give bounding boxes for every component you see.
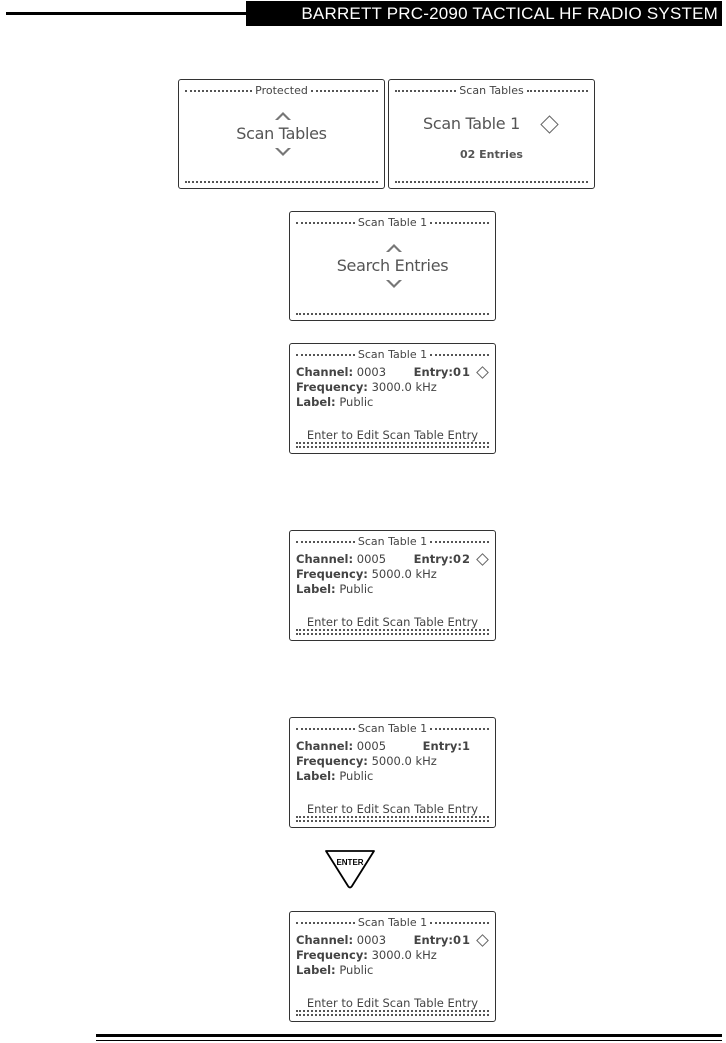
scroll-diamond-icon: [476, 366, 489, 379]
lcd-title: Scan Table 1: [357, 348, 428, 361]
frequency-row: Frequency: 3000.0 kHz: [296, 948, 489, 963]
lcd-main-text: Scan Table 1: [422, 114, 521, 133]
lcd-title-bar: Scan Table 1: [296, 916, 489, 930]
lcd-title: Protected: [255, 84, 308, 97]
channel-value: 0005: [356, 739, 387, 753]
entry-value: 01: [452, 365, 471, 379]
down-arrow-icon: [275, 148, 291, 156]
lcd-footer-text: Enter to Edit Scan Table Entry: [306, 996, 479, 1010]
footer-rule-thin: [96, 1040, 722, 1041]
label-row: Label: Public: [296, 582, 489, 597]
channel-label: Channel:: [296, 365, 354, 379]
lcd-title-bar: Scan Table 1: [296, 216, 489, 230]
channel-row: Channel: 0005 Entry:1: [296, 739, 489, 754]
entry-value: 02: [452, 552, 471, 566]
lcd-title-bar: Scan Table 1: [296, 535, 489, 549]
lcd-main-text: Scan Tables: [236, 124, 327, 143]
entry-value: 01: [452, 933, 471, 947]
frequency-value: 5000.0 kHz: [371, 567, 437, 581]
lcd-title-bar: Protected: [185, 84, 378, 98]
frequency-value: 5000.0 kHz: [371, 754, 437, 768]
label-value: Public: [339, 395, 374, 409]
entry-field: Entry:01: [414, 933, 471, 948]
label-label: Label:: [296, 395, 336, 409]
channel-row: Channel: 0003 Entry:01: [296, 365, 489, 380]
label-row: Label: Public: [296, 963, 489, 978]
lcd-title: Scan Tables: [459, 84, 524, 97]
frequency-row: Frequency: 3000.0 kHz: [296, 380, 489, 395]
entry-value: 1: [461, 739, 471, 753]
entry-label: Entry:: [413, 552, 453, 566]
enter-button-label: ENTER: [336, 858, 364, 867]
lcd-title: Scan Table 1: [357, 216, 428, 229]
lcd-title-bar: Scan Table 1: [296, 722, 489, 736]
label-value: Public: [339, 769, 374, 783]
lcd-main-text: Search Entries: [336, 256, 449, 275]
lcd-footer-text: Enter to Edit Scan Table Entry: [306, 615, 479, 629]
lcd-entry-2: Scan Table 1 Channel: 0005 Entry:02 Freq…: [289, 530, 496, 641]
channel-row: Channel: 0003 Entry:01: [296, 933, 489, 948]
lcd-sub-text: 02 Entries: [460, 148, 523, 161]
frequency-value: 3000.0 kHz: [371, 948, 437, 962]
lcd-entry-4: Scan Table 1 Channel: 0003 Entry:01 Freq…: [289, 911, 496, 1022]
entry-label: Entry:: [413, 933, 453, 947]
label-label: Label:: [296, 769, 336, 783]
lcd-entry-1: Scan Table 1 Channel: 0003 Entry:01 Freq…: [289, 343, 496, 454]
entry-field: Entry:1: [423, 739, 471, 754]
lcd-title: Scan Table 1: [357, 722, 428, 735]
channel-label: Channel:: [296, 552, 354, 566]
scroll-diamond-icon: [476, 934, 489, 947]
enter-key-icon: [325, 850, 375, 889]
lcd-title: Scan Table 1: [357, 535, 428, 548]
label-value: Public: [339, 963, 374, 977]
lcd-title-bar: Scan Tables: [395, 84, 589, 98]
lcd-footer-text: Enter to Edit Scan Table Entry: [306, 428, 479, 442]
down-arrow-icon: [386, 280, 402, 288]
frequency-label: Frequency:: [296, 754, 368, 768]
lcd-title: Scan Table 1: [357, 916, 428, 929]
footer-rule: [96, 1034, 722, 1037]
page-header: BARRETT PRC-2090 TACTICAL HF RADIO SYSTE…: [246, 1, 722, 26]
frequency-label: Frequency:: [296, 948, 368, 962]
frequency-row: Frequency: 5000.0 kHz: [296, 754, 489, 769]
entry-label: Entry:: [422, 739, 462, 753]
frequency-label: Frequency:: [296, 567, 368, 581]
channel-value: 0003: [356, 365, 387, 379]
label-row: Label: Public: [296, 769, 489, 784]
lcd-protected: Protected Scan Tables: [178, 79, 385, 189]
header-rule: [6, 12, 246, 15]
up-arrow-icon: [386, 244, 402, 252]
channel-value: 0003: [356, 933, 387, 947]
channel-label: Channel:: [296, 933, 354, 947]
channel-row: Channel: 0005 Entry:02: [296, 552, 489, 567]
frequency-label: Frequency:: [296, 380, 368, 394]
entry-label: Entry:: [413, 365, 453, 379]
entry-field: Entry:01: [414, 365, 471, 380]
label-row: Label: Public: [296, 395, 489, 410]
lcd-search-entries: Scan Table 1 Search Entries: [289, 211, 496, 321]
label-label: Label:: [296, 582, 336, 596]
lcd-scan-tables: Scan Tables Scan Table 1 02 Entries: [388, 79, 595, 189]
frequency-value: 3000.0 kHz: [371, 380, 437, 394]
lcd-footer-text: Enter to Edit Scan Table Entry: [306, 802, 479, 816]
frequency-row: Frequency: 5000.0 kHz: [296, 567, 489, 582]
scroll-diamond-icon: [476, 553, 489, 566]
up-arrow-icon: [275, 112, 291, 120]
lcd-title-bar: Scan Table 1: [296, 348, 489, 362]
enter-button[interactable]: ENTER: [322, 849, 378, 889]
label-value: Public: [339, 582, 374, 596]
channel-value: 0005: [356, 552, 387, 566]
entry-field: Entry:02: [414, 552, 471, 567]
lcd-entry-3: Scan Table 1 Channel: 0005 Entry:1 Frequ…: [289, 717, 496, 828]
label-label: Label:: [296, 963, 336, 977]
channel-label: Channel:: [296, 739, 354, 753]
